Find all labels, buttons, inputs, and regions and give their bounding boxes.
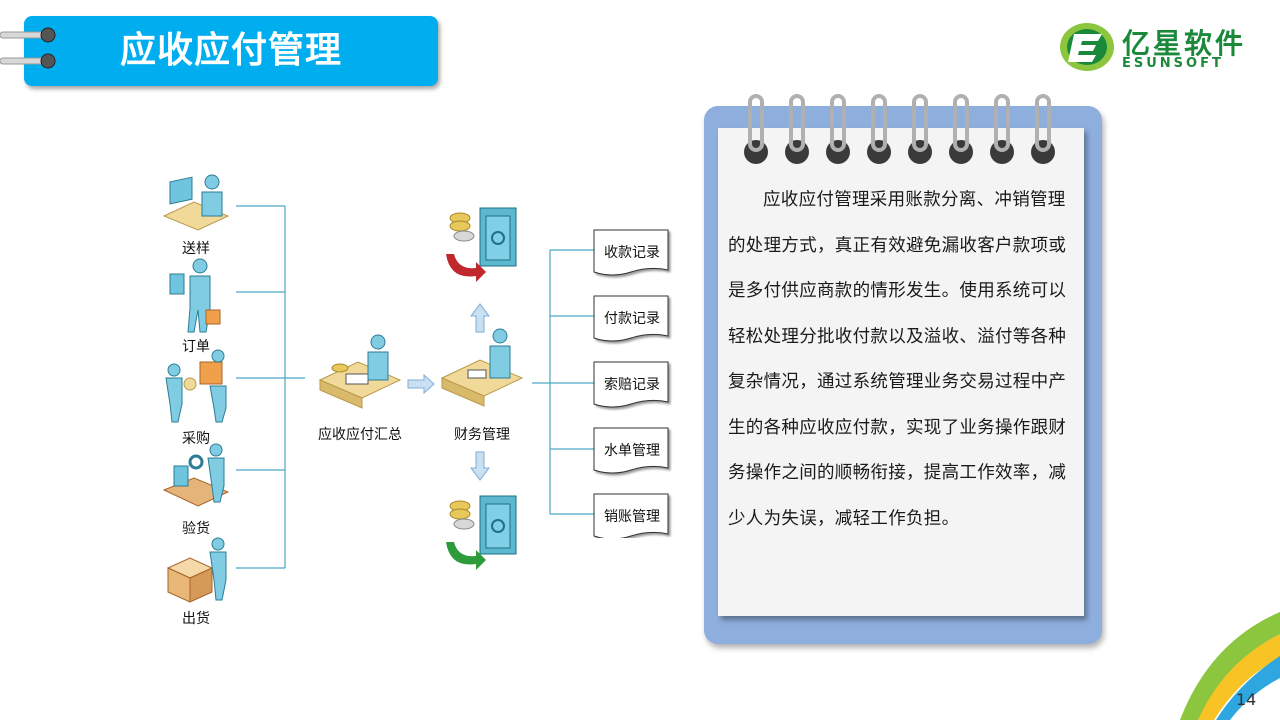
finance-label: 财务管理 (454, 427, 510, 443)
logo-name-cn: 亿星软件 (1122, 27, 1247, 60)
people-trading-icon (165, 349, 227, 423)
inspection-icon (162, 443, 230, 507)
title-banner (24, 16, 438, 86)
summary-label: 应收应付汇总 (318, 427, 402, 443)
notebook-rings-icon (744, 94, 1055, 164)
person-document-icon (169, 258, 221, 333)
summary-desk-icon (318, 334, 402, 409)
notebook-paper (718, 128, 1084, 616)
safe-income-icon (446, 207, 517, 282)
arrow-up-icon (470, 303, 490, 333)
output-label-shoukuan: 收款记录 (604, 245, 660, 261)
input-label-caigou: 采购 (182, 431, 210, 447)
output-documents (593, 229, 669, 538)
input-label-yanhuo: 验货 (182, 521, 210, 537)
safe-payment-icon (446, 495, 517, 570)
person-computer-icon (162, 174, 230, 231)
corner-swoosh-icon (1180, 612, 1280, 720)
arrow-right-icon (407, 373, 435, 395)
esunsoft-logo-icon (1060, 23, 1114, 71)
arrow-down-icon (470, 451, 490, 481)
input-label-chuhuo: 出货 (182, 611, 210, 627)
finance-desk-icon (440, 328, 524, 407)
logo-name-en: ESUNSOFT (1122, 56, 1224, 71)
input-label-dingdan: 订单 (182, 339, 210, 355)
output-label-xiaozhang: 销账管理 (604, 509, 660, 525)
page-title: 应收应付管理 (119, 30, 342, 71)
page-number: 14 (1236, 690, 1257, 709)
output-label-shuidan: 水单管理 (604, 443, 660, 459)
output-label-suopei: 索赔记录 (604, 377, 660, 393)
input-label-songyang: 送样 (182, 241, 210, 257)
description-text: 应收应付管理采用账款分离、冲销管理的处理方式，真正有效避免漏收客户款项或是多付供… (728, 190, 1067, 529)
binder-clips-icon (0, 27, 56, 69)
shipping-icon (166, 537, 227, 603)
output-label-fukuan: 付款记录 (604, 311, 660, 327)
